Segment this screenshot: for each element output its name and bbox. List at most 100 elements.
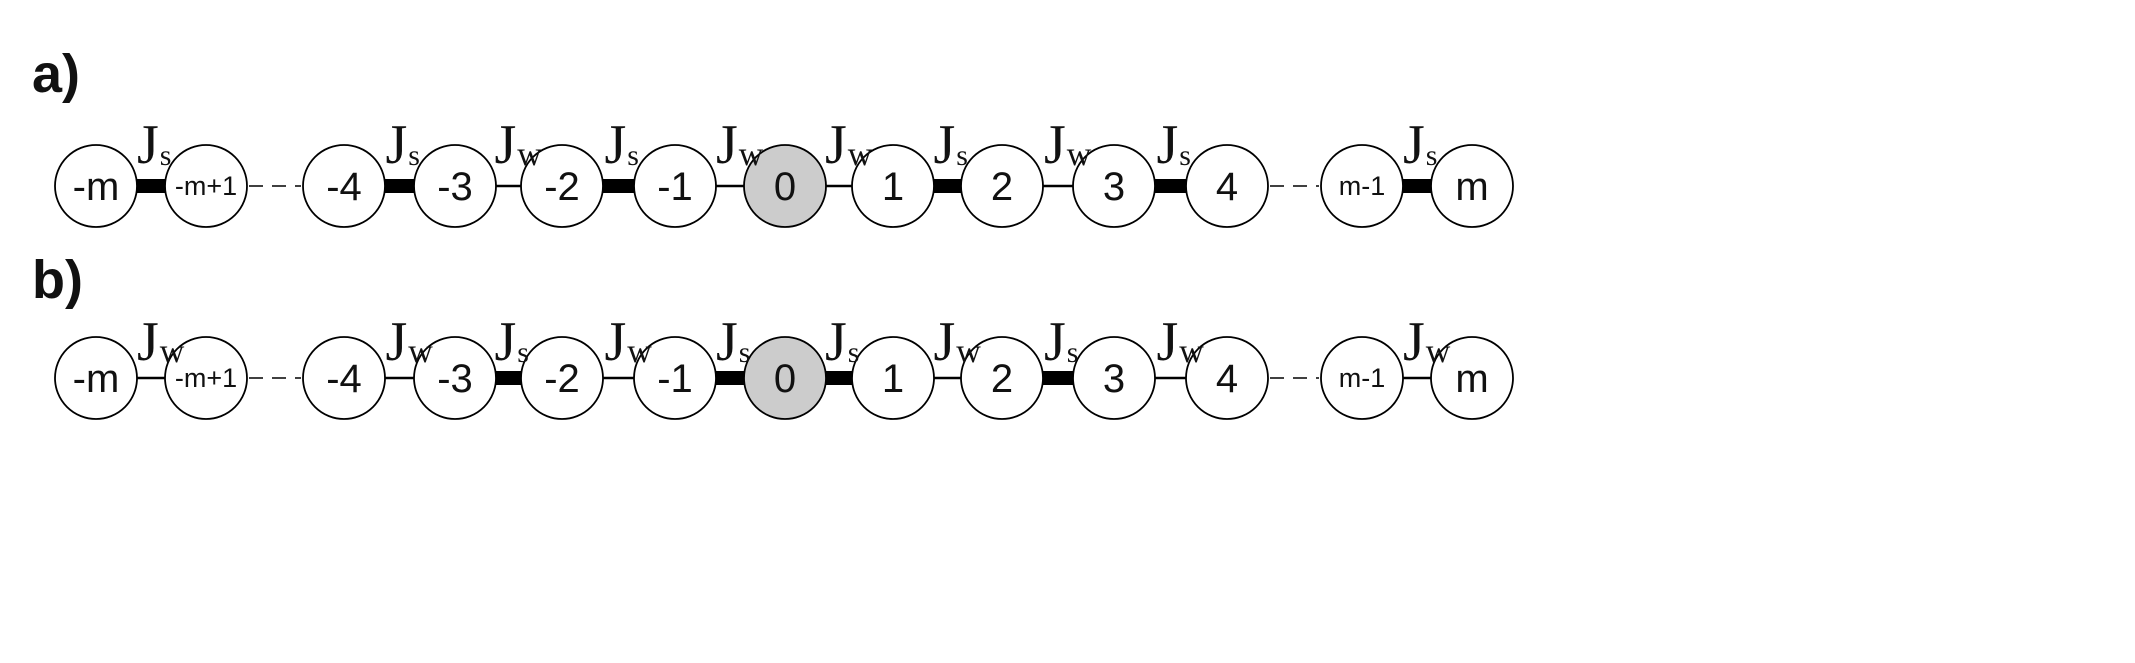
coupling-subscript: s: [1067, 336, 1079, 369]
coupling-subscript: s: [739, 336, 751, 369]
coupling-label: Jw: [137, 311, 185, 373]
site-label: m: [1455, 357, 1488, 401]
coupling-label: Jw: [495, 114, 543, 176]
coupling-label: Js: [605, 114, 639, 176]
site-label: 1: [882, 357, 904, 401]
coupling-subscript: s: [160, 139, 172, 172]
panel-label: b): [32, 250, 83, 310]
coupling-symbol: J: [716, 311, 738, 373]
site-label: 0: [774, 165, 796, 209]
coupling-symbol: J: [1044, 114, 1066, 176]
lattice-site: [1430, 144, 1514, 228]
coupling-label: Js: [386, 114, 420, 176]
coupling-label: Js: [1403, 114, 1437, 176]
coupling-symbol: J: [495, 311, 517, 373]
lattice-site: [413, 144, 497, 228]
lattice-site: [960, 336, 1044, 420]
lattice-site: [1320, 144, 1404, 228]
coupling-subscript: w: [739, 136, 764, 173]
coupling-subscript: w: [1067, 136, 1092, 173]
site-label: -2: [544, 357, 580, 401]
coupling-label: Js: [716, 311, 750, 373]
coupling-subscript: s: [1179, 139, 1191, 172]
lattice-site: [54, 336, 138, 420]
site-label: -m+1: [175, 171, 237, 201]
lattice-site: [851, 336, 935, 420]
lattice-site: [302, 144, 386, 228]
coupling-label: Jw: [934, 311, 982, 373]
coupling-label: Jw: [605, 311, 653, 373]
coupling-subscript: s: [627, 139, 639, 172]
coupling-subscript: w: [160, 333, 185, 370]
site-label: 2: [991, 165, 1013, 209]
site-label: -3: [437, 357, 473, 401]
coupling-label: Jw: [1157, 311, 1205, 373]
coupling-subscript: w: [956, 333, 981, 370]
site-label: -4: [326, 357, 362, 401]
coupling-symbol: J: [1157, 311, 1179, 373]
coupling-symbol: J: [137, 114, 159, 176]
site-label: 3: [1103, 357, 1125, 401]
coupling-subscript: s: [956, 139, 968, 172]
coupling-symbol: J: [386, 311, 408, 373]
coupling-symbol: J: [137, 311, 159, 373]
coupling-symbol: J: [825, 114, 847, 176]
lattice-site: [520, 144, 604, 228]
site-label: 4: [1216, 357, 1238, 401]
coupling-subscript: w: [848, 136, 873, 173]
coupling-symbol: J: [1403, 311, 1425, 373]
coupling-symbol: J: [605, 311, 627, 373]
lattice-site: [164, 144, 248, 228]
coupling-subscript: w: [408, 333, 433, 370]
coupling-label: Js: [825, 311, 859, 373]
coupling-label: Jw: [1044, 114, 1092, 176]
lattice-site: [633, 336, 717, 420]
lattice-site: [1320, 336, 1404, 420]
lattice-site: [1185, 336, 1269, 420]
lattice-site: [960, 144, 1044, 228]
site-label: -3: [437, 165, 473, 209]
coupling-label: Jw: [716, 114, 764, 176]
site-label: m: [1455, 165, 1488, 209]
coupling-subscript: w: [517, 136, 542, 173]
site-label: 3: [1103, 165, 1125, 209]
coupling-subscript: w: [1426, 333, 1451, 370]
lattice-site: [1430, 336, 1514, 420]
site-label: -1: [657, 165, 693, 209]
coupling-label: Js: [495, 311, 529, 373]
highlighted-site: [743, 336, 827, 420]
lattice-site: [851, 144, 935, 228]
site-label: m-1: [1339, 363, 1386, 393]
coupling-symbol: J: [716, 114, 738, 176]
site-label: -4: [326, 165, 362, 209]
coupling-label: Js: [934, 114, 968, 176]
coupling-symbol: J: [1403, 114, 1425, 176]
coupling-label: Js: [137, 114, 171, 176]
lattice-site: [633, 144, 717, 228]
lattice-site: [413, 336, 497, 420]
coupling-symbol: J: [1044, 311, 1066, 373]
coupling-symbol: J: [825, 311, 847, 373]
coupling-label: Jw: [386, 311, 434, 373]
coupling-symbol: J: [605, 114, 627, 176]
coupling-symbol: J: [386, 114, 408, 176]
coupling-symbol: J: [495, 114, 517, 176]
site-label: -m: [73, 357, 120, 401]
site-label: -m: [73, 165, 120, 209]
site-label: 0: [774, 357, 796, 401]
coupling-subscript: s: [517, 336, 529, 369]
coupling-subscript: s: [848, 336, 860, 369]
site-label: -m+1: [175, 363, 237, 393]
site-label: 4: [1216, 165, 1238, 209]
lattice-site: [1072, 144, 1156, 228]
coupling-subscript: w: [627, 333, 652, 370]
highlighted-site: [743, 144, 827, 228]
lattice-site: [164, 336, 248, 420]
lattice-site: [54, 144, 138, 228]
site-label: 1: [882, 165, 904, 209]
lattice-site: [302, 336, 386, 420]
coupling-symbol: J: [934, 114, 956, 176]
lattice-site: [1072, 336, 1156, 420]
coupling-label: Jw: [1403, 311, 1451, 373]
